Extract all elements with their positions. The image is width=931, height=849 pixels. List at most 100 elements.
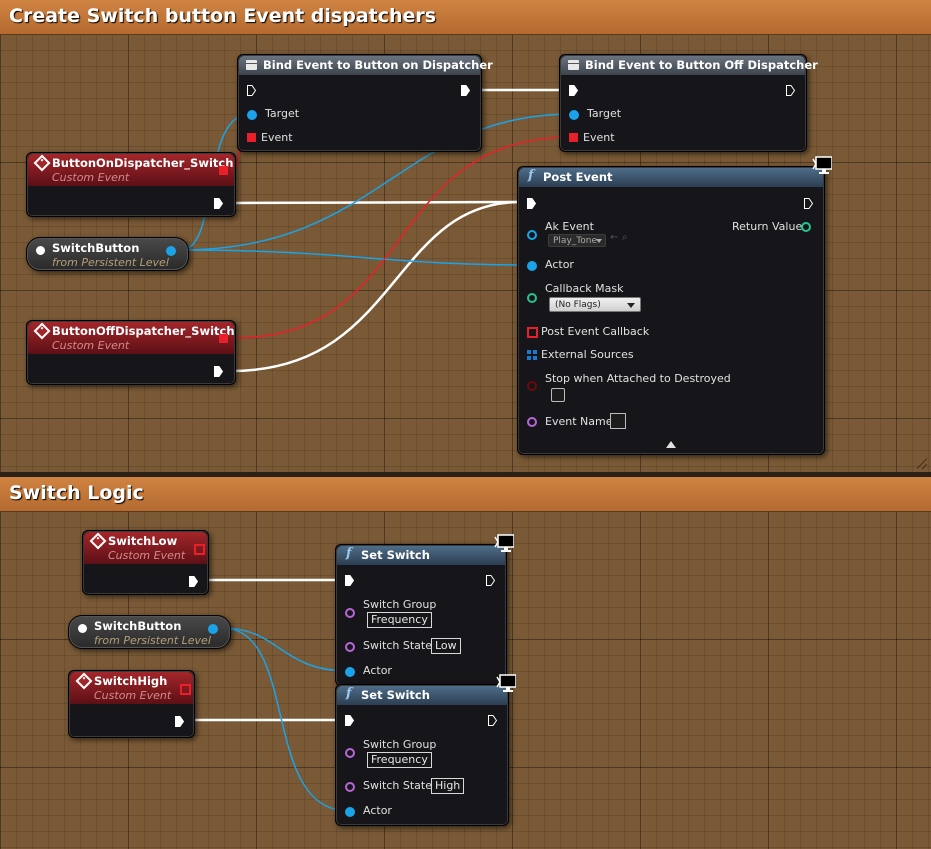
target-label: Target [265,107,300,120]
switch-group-value[interactable]: Frequency [367,752,432,768]
switch-state-pin[interactable] [345,642,355,652]
object-out-pin[interactable] [166,246,176,256]
custom-event-switchhigh-node[interactable]: SwitchHigh Custom Event [68,670,195,738]
expand-advanced-icon[interactable] [666,441,676,448]
switch-state-value[interactable]: High [431,778,465,794]
switch-button-getter-node[interactable]: SwitchButton from Persistent Level [68,615,231,649]
switch-state-pin[interactable] [345,782,355,792]
switch-state-value[interactable]: Low [431,638,461,654]
exec-out-pin[interactable] [786,85,795,96]
exec-in-pin[interactable] [247,85,256,96]
event-label: Event [583,131,615,144]
switch-group-label: Switch Group [363,598,437,611]
event-delegate-pin[interactable] [569,133,578,142]
event-delegate-pin[interactable] [247,133,256,142]
node-title: SwitchHigh [94,674,168,688]
switch-state-label: Switch State [363,639,432,652]
node-subtitle: Custom Event [94,689,172,702]
server-only-icon [494,534,514,552]
actor-label: Actor [545,258,574,271]
stop-when-destroyed-checkbox[interactable] [551,388,565,402]
callback-mask-value: (No Flags) [555,300,601,310]
bind-event-off-node[interactable]: Bind Event to Button Off Dispatcher Targ… [559,54,818,152]
object-wire [221,627,350,812]
exec-out-pin[interactable] [214,198,223,209]
post-event-callback-pin[interactable] [527,327,538,338]
stop-when-destroyed-pin[interactable] [527,381,537,391]
exec-out-pin[interactable] [486,575,495,586]
exec-out-pin[interactable] [175,716,184,727]
exec-out-pin[interactable] [461,85,470,96]
switch-button-getter-node[interactable]: SwitchButton from Persistent Level [26,237,189,271]
node-subtitle: Custom Event [52,339,130,352]
node-header: Bind Event to Button on Dispatcher [239,56,493,75]
return-value-pin[interactable] [801,222,811,232]
node-title: SwitchButton [52,241,140,255]
ak-event-select[interactable]: Play_Tone [548,234,606,247]
server-only-icon [812,156,832,174]
delegate-out-pin[interactable] [219,334,228,343]
node-subtitle: from Persistent Level [52,256,169,269]
event-name-pin[interactable] [527,417,537,427]
actor-pin[interactable] [345,667,355,677]
exec-wire [230,200,522,205]
exec-out-pin[interactable] [189,576,198,587]
comment-box-dispatchers-header[interactable]: Create Switch button Event dispatchers [0,0,931,35]
delegate-wire [233,136,574,339]
delegate-out-pin[interactable] [219,166,228,175]
stop-when-destroyed-label: Stop when Attached to Destroyed [545,372,731,385]
node-subtitle: from Persistent Level [94,634,211,647]
exec-out-pin[interactable] [488,715,497,726]
bind-event-on-node[interactable]: Bind Event to Button on Dispatcher Targe… [237,54,493,152]
bind-event-icon [246,60,257,70]
callback-mask-pin[interactable] [527,293,537,303]
custom-event-off-node[interactable]: ButtonOffDispatcher_Switch Custom Event [26,320,236,385]
callback-mask-select[interactable]: (No Flags) [549,297,641,312]
exec-in-pin[interactable] [569,85,578,96]
node-title: ButtonOnDispatcher_Switch [52,156,234,170]
node-title: SwitchLow [108,534,178,548]
event-name-input[interactable] [610,413,626,429]
node-header: ButtonOnDispatcher_Switch Custom Event [28,154,234,186]
target-pin[interactable] [569,110,579,120]
function-icon: f [528,168,534,183]
exec-in-pin[interactable] [345,575,354,586]
node-title: Post Event [543,170,613,184]
return-value-label: Return Value [732,220,803,233]
browse-asset-icon[interactable]: ← [610,232,619,243]
delegate-out-pin[interactable] [180,684,191,695]
custom-event-on-node[interactable]: ButtonOnDispatcher_Switch Custom Event [26,152,236,217]
callback-mask-label: Callback Mask [545,282,624,295]
switch-group-pin[interactable] [345,748,355,758]
search-asset-icon[interactable]: ⌕ [622,232,628,243]
exec-in-pin[interactable] [345,715,354,726]
switch-group-label: Switch Group [363,738,437,751]
exec-in-pin[interactable] [527,198,536,209]
actor-pin[interactable] [345,807,355,817]
external-sources-label: External Sources [541,348,634,361]
switch-group-pin[interactable] [345,608,355,618]
node-header: f Set Switch [337,686,507,705]
comment-box-switch-logic-header[interactable]: Switch Logic [0,477,931,512]
object-out-pin[interactable] [208,624,218,634]
ak-event-pin[interactable] [527,230,537,240]
object-wire [180,249,532,266]
node-title: ButtonOffDispatcher_Switch [52,324,235,338]
node-header: SwitchHigh Custom Event [70,672,193,704]
switch-group-value[interactable]: Frequency [367,612,432,628]
target-pin[interactable] [247,110,257,120]
set-switch-high-node[interactable]: f Set Switch Switch Group Frequency Swit… [335,684,509,826]
custom-event-switchlow-node[interactable]: SwitchLow Custom Event [82,530,209,595]
post-event-node[interactable]: f Post Event Ak Event Play_Tone ← ⌕ Retu… [517,166,825,455]
exec-out-pin[interactable] [214,366,223,377]
actor-pin[interactable] [527,261,537,271]
node-subtitle: Custom Event [52,171,130,184]
custom-event-icon [33,322,51,340]
actor-reference-icon [78,624,87,633]
exec-out-pin[interactable] [804,198,813,209]
node-title: SwitchButton [94,619,182,633]
external-sources-pin[interactable] [527,350,537,360]
delegate-out-pin[interactable] [194,544,205,555]
set-switch-low-node[interactable]: f Set Switch Switch Group Frequency Swit… [335,544,507,686]
